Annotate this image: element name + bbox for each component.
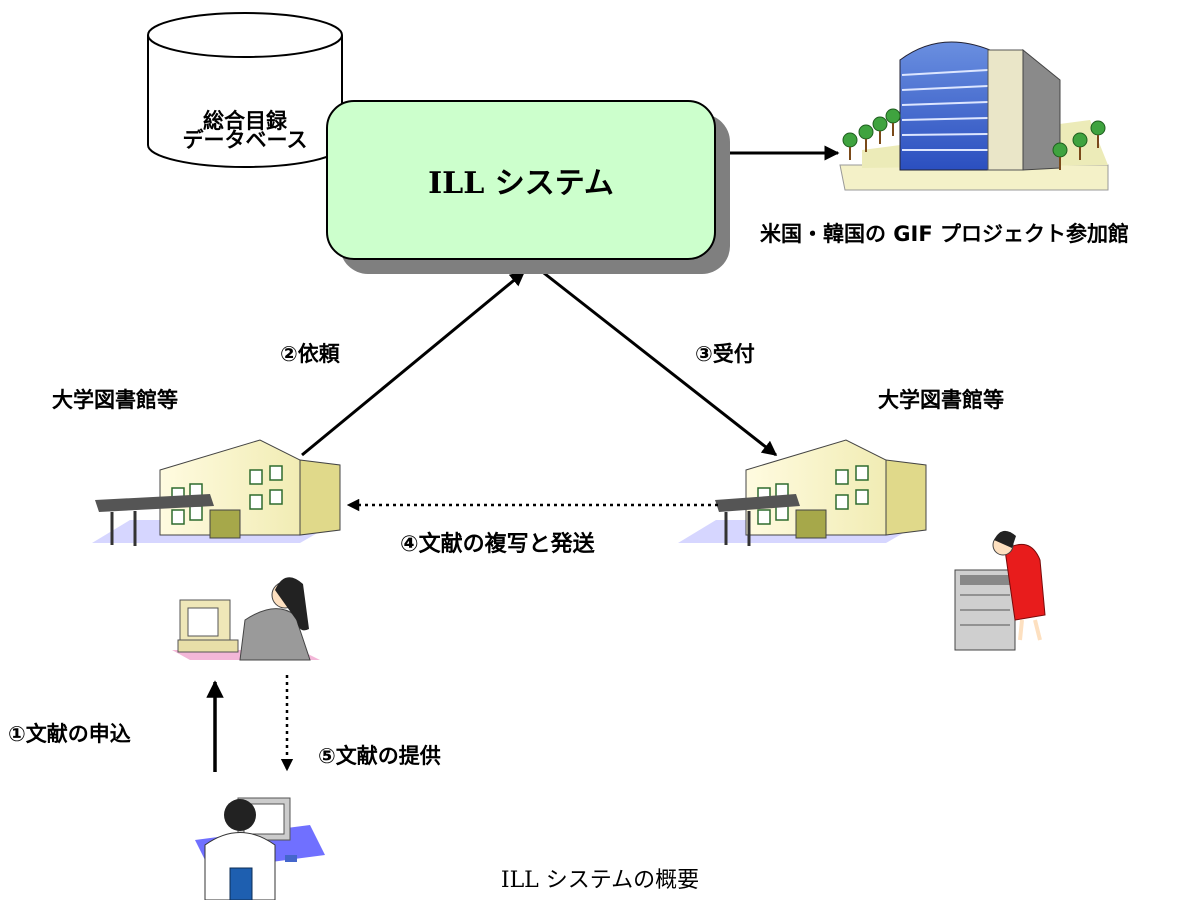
step-request-label: ②依頼 [280,342,340,366]
database-label-line2: データベース [182,128,308,152]
database-label-line1: 総合目録 [203,109,287,133]
step-accept-label: ③受付 [695,342,755,366]
arrow-request-to-system [301,270,526,457]
ill-system-label: ILL システム [428,166,614,201]
user-at-computer [195,797,325,900]
overseas-library-building [839,41,1109,191]
step-user-request-label: ①文献の申込 [8,722,131,746]
database-cylinder [147,12,343,168]
staff-at-copier [954,530,1046,651]
library-building-left [92,439,341,546]
arrow-system-to-accept [539,268,778,457]
ill-system-box: ILL システム [326,100,716,260]
library-right-label: 大学図書館等 [878,388,1004,412]
diagram-caption: ILL システムの概要 [500,868,700,893]
step-copy-send-label: ④文献の複写と発送 [400,532,595,557]
library-left-label: 大学図書館等 [52,388,178,412]
library-building-right [678,439,927,546]
step-provide-label: ⑤文献の提供 [318,744,441,768]
overseas-library-label: 米国・韓国の GIF プロジェクト参加館 [760,222,1130,246]
librarian-at-computer [172,577,320,661]
